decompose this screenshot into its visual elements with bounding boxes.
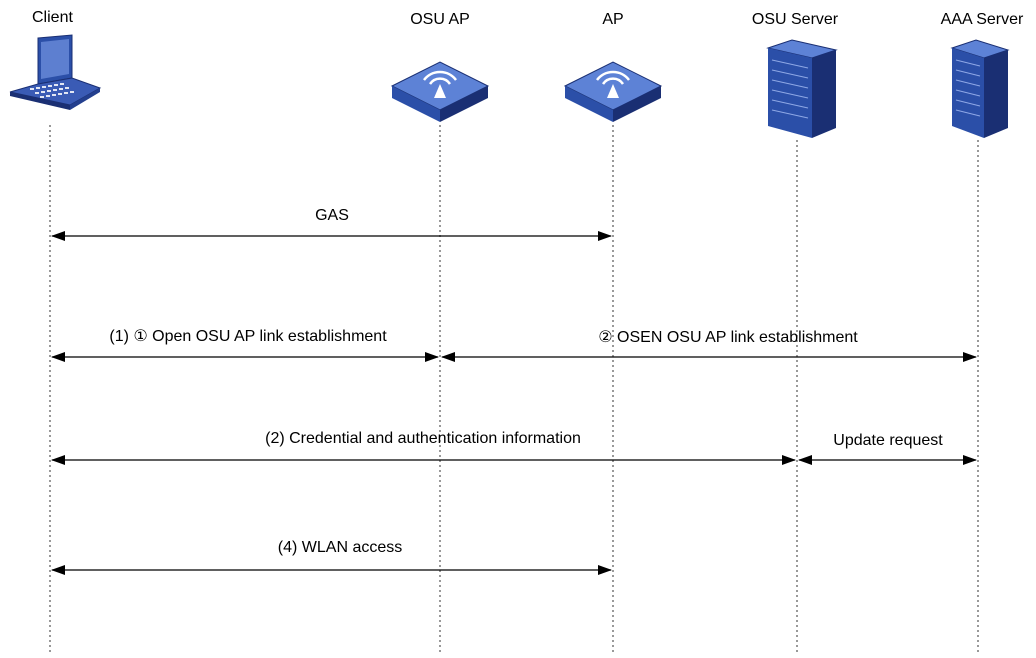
- laptop-icon: [9, 34, 102, 110]
- actor-label-osu-ap: OSU AP: [410, 11, 470, 28]
- message-label-update: Update request: [833, 432, 943, 449]
- actor-label-aaa-server: AAA Server: [941, 11, 1024, 28]
- message-label-credential: (2) Credential and authentication inform…: [265, 430, 581, 447]
- access-point-icon: [390, 61, 490, 122]
- access-point-icon: [563, 61, 663, 122]
- actor-label-osu-server: OSU Server: [752, 11, 839, 28]
- message-label-open-osu: (1) ① Open OSU AP link establishment: [109, 328, 387, 345]
- message-label-gas: GAS: [315, 207, 349, 224]
- message-label-wlan: (4) WLAN access: [278, 539, 402, 556]
- actor-label-ap: AP: [602, 11, 623, 28]
- actor-label-client: Client: [32, 9, 73, 26]
- server-icon: [766, 39, 838, 138]
- message-label-osen-osu: ② OSEN OSU AP link establishment: [598, 329, 858, 346]
- server-icon: [950, 39, 1010, 138]
